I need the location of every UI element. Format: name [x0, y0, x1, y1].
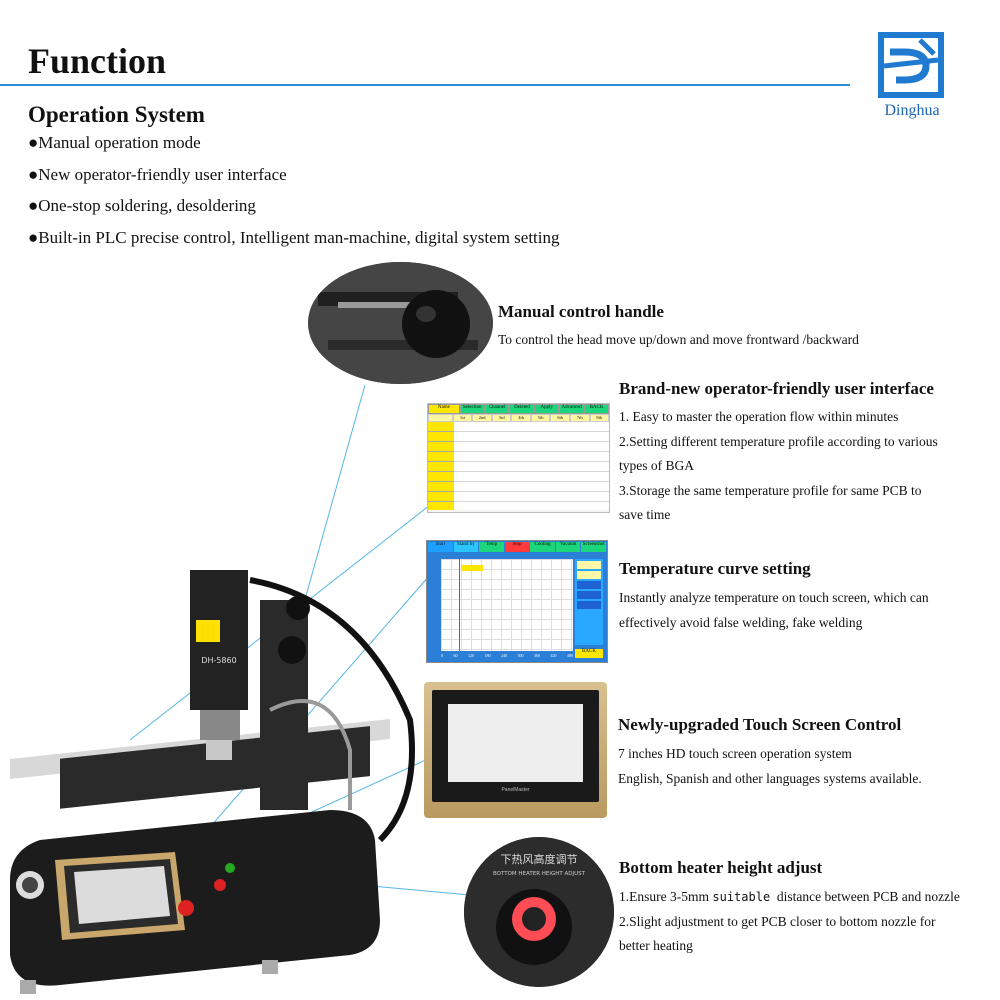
- touch-screen-display[interactable]: [448, 704, 583, 782]
- ui-tab[interactable]: Deleted: [509, 404, 535, 414]
- ui-tab[interactable]: Advanced: [559, 404, 585, 414]
- handle-title: Manual control handle: [498, 302, 664, 321]
- brand-name: Dinghua: [884, 102, 940, 119]
- side-field[interactable]: [577, 561, 601, 569]
- handle-desc: To control the head move up/down and mov…: [498, 332, 859, 347]
- ui-table-rows: [428, 422, 609, 510]
- bullet-item: ●New operator-friendly user interface: [28, 165, 287, 184]
- curve-tab[interactable]: Vacuum: [555, 542, 581, 552]
- ui-table-row-labels: [428, 422, 454, 510]
- bottom-heater-label: 下热风高度调节: [501, 852, 578, 866]
- side-field[interactable]: [577, 601, 601, 609]
- bottom-heater-label-en: BOTTOM HEATER HEIGHT ADJUST: [493, 871, 586, 877]
- side-field[interactable]: [577, 571, 601, 579]
- curve-back-button[interactable]: BACK: [575, 649, 603, 658]
- bullet-item: ●Built-in PLC precise control, Intellige…: [28, 228, 560, 247]
- section-title: Operation System: [28, 102, 205, 127]
- curve-tab[interactable]: Temp: [479, 542, 504, 552]
- ui-table-screen: Name Selection Channel Deleted Apply Adv…: [427, 403, 610, 513]
- ui-tabs: Name Selection Channel Deleted Apply Adv…: [428, 404, 609, 414]
- curve-x-ticks: 0 60 120 180 240 300 360 420 480: [441, 653, 573, 658]
- page-title: Function: [28, 41, 167, 81]
- side-field[interactable]: [577, 591, 601, 599]
- curve-title: Temperature curve setting: [619, 559, 811, 578]
- rework-station-machine: DH-5860: [10, 570, 415, 994]
- curve-tab[interactable]: Stand by: [453, 542, 479, 552]
- curve-side-panel: [575, 559, 603, 645]
- bullet-item: ●Manual operation mode: [28, 133, 201, 152]
- dinghua-logo-icon: [878, 32, 944, 98]
- curve-tab[interactable]: Screenshot: [581, 542, 607, 552]
- ui-table-header: 1st 2nd 3rd 4th 5th 6th 7th 8th: [428, 414, 610, 422]
- curve-cursor-line: [459, 559, 460, 651]
- curve-tabs: Start Stand by Temp Stop Cooling Vacuum …: [427, 541, 607, 553]
- touch-screen-bezel: PanelMaster: [432, 690, 599, 802]
- ui-tab[interactable]: Selection: [459, 404, 485, 414]
- curve-plot-area: [441, 559, 573, 651]
- curve-value-label: [461, 565, 483, 571]
- touch-title: Newly-upgraded Touch Screen Control: [618, 715, 902, 734]
- ui-tab[interactable]: Name: [428, 404, 460, 414]
- touch-screen-device: PanelMaster: [424, 682, 607, 818]
- bullet-item: ●One-stop soldering, desoldering: [28, 196, 256, 215]
- bottom-heater-closeup-photo: 下热风高度调节 BOTTOM HEATER HEIGHT ADJUST: [464, 837, 614, 987]
- curve-tab[interactable]: Stop: [504, 542, 530, 552]
- bottom-title: Bottom heater height adjust: [619, 858, 823, 877]
- ui-title: Brand-new operator-friendly user interfa…: [619, 379, 934, 398]
- ui-tab[interactable]: Channel: [484, 404, 510, 414]
- side-field[interactable]: [577, 581, 601, 589]
- touch-screen-brand: PanelMaster: [501, 787, 530, 793]
- handle-closeup-photo: [308, 262, 493, 384]
- ui-desc: 1. Easy to master the operation flow wit…: [619, 409, 938, 522]
- title-rule: [0, 84, 850, 86]
- temperature-curve-screen: Start Stand by Temp Stop Cooling Vacuum …: [426, 540, 608, 663]
- ui-tab[interactable]: Apply: [534, 404, 560, 414]
- touch-desc: 7 inches HD touch screen operation syste…: [618, 746, 922, 786]
- curve-tab[interactable]: Start: [428, 542, 453, 552]
- bottom-desc: 1.Ensure 3-5mm suitable distance between…: [619, 889, 960, 953]
- machine-model-label: DH-5860: [201, 656, 236, 665]
- curve-tab[interactable]: Cooling: [530, 542, 555, 552]
- curve-desc: Instantly analyze temperature on touch s…: [619, 590, 929, 630]
- ui-tab[interactable]: BACK: [584, 404, 609, 414]
